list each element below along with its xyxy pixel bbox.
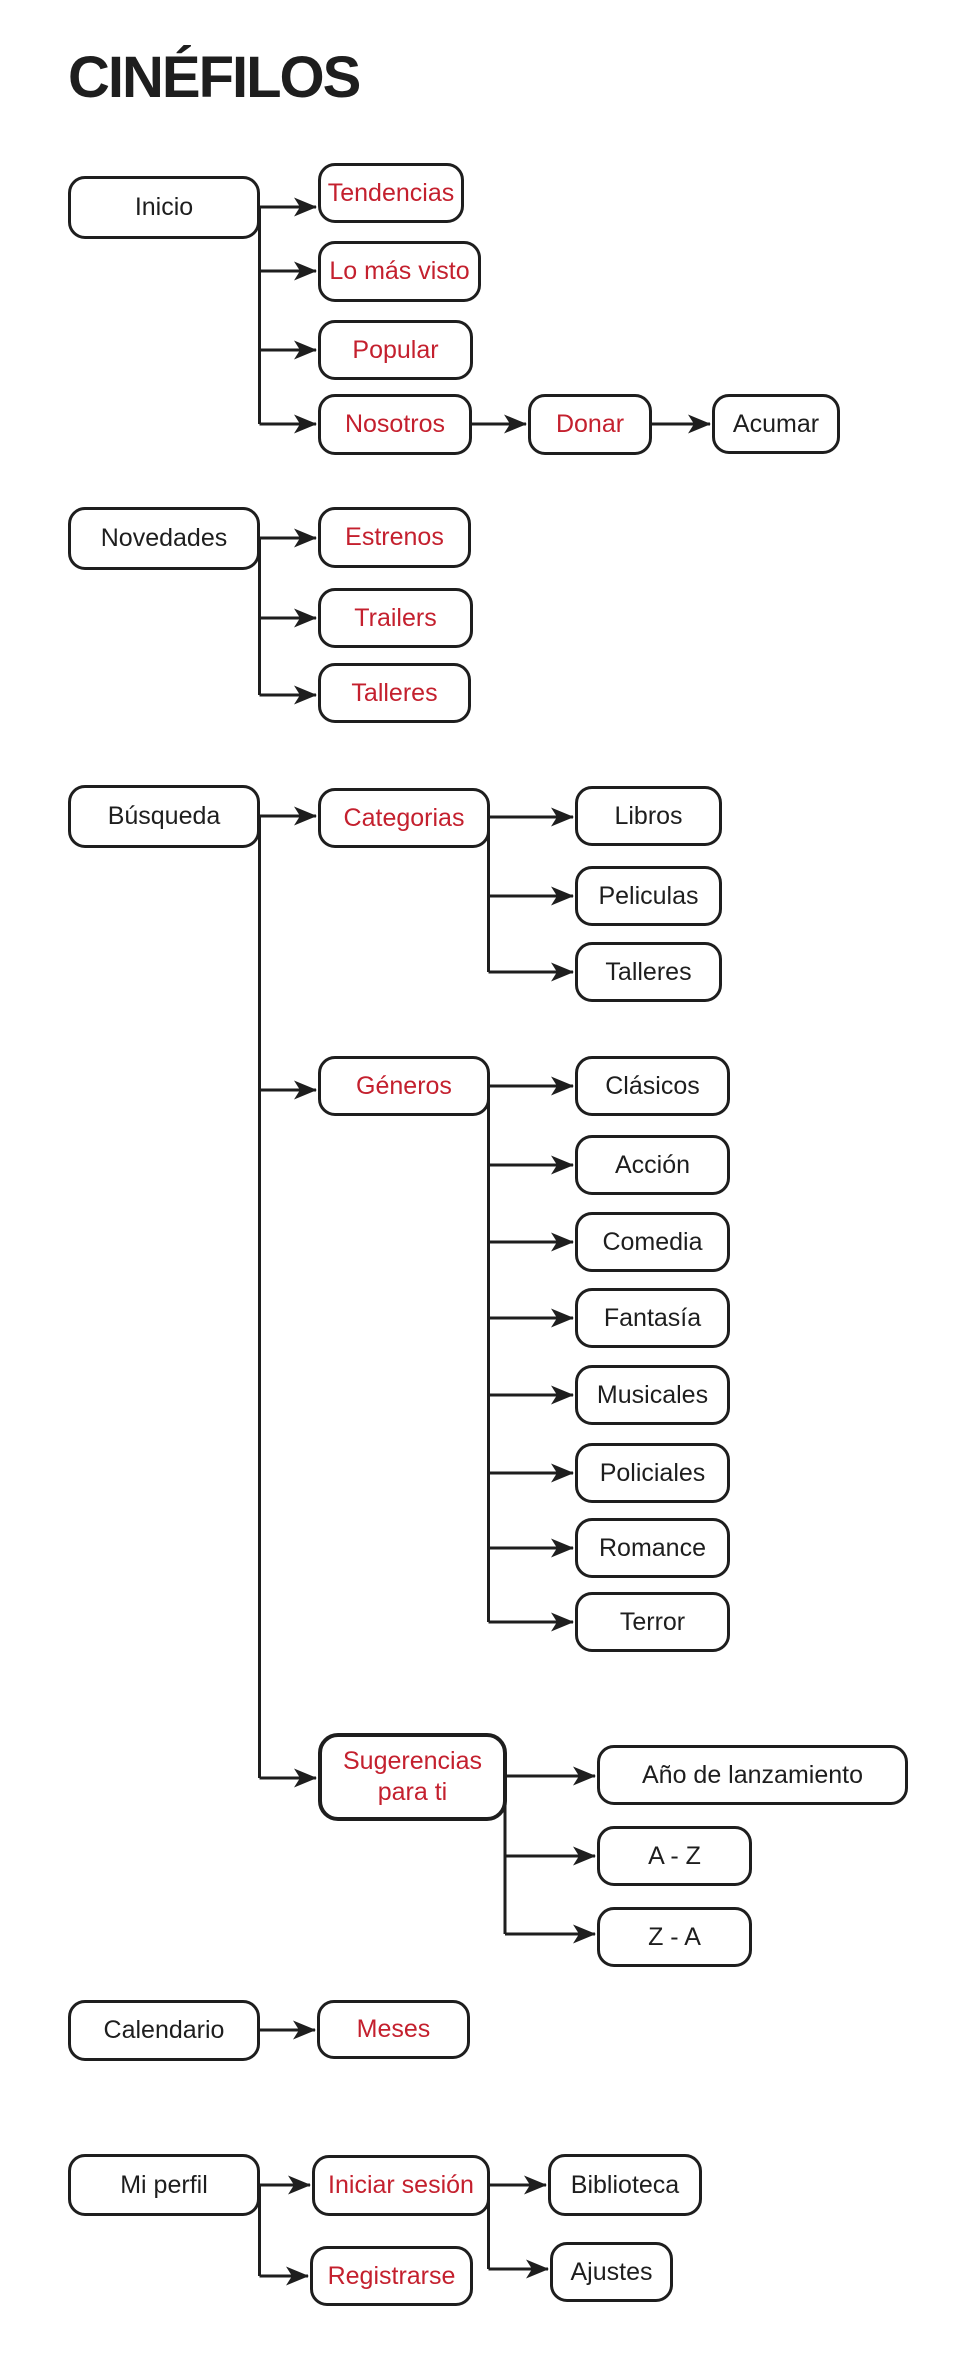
page-title: CINÉFILOS [68,45,361,110]
node-clasicos: Clásicos [575,1056,730,1116]
node-popular: Popular [318,320,473,380]
node-iniciar-sesion: Iniciar sesión [312,2155,490,2216]
node-biblioteca: Biblioteca [548,2154,702,2216]
node-nosotros: Nosotros [318,394,472,455]
node-calendario: Calendario [68,2000,260,2061]
node-fantasia: Fantasía [575,1288,730,1348]
node-meses: Meses [317,2000,470,2059]
node-novedades: Novedades [68,507,260,570]
node-categorias: Categorias [318,788,490,848]
node-peliculas: Peliculas [575,866,722,926]
node-musicales: Musicales [575,1365,730,1425]
node-acumar: Acumar [712,394,840,454]
node-mi-perfil: Mi perfil [68,2154,260,2216]
node-terror: Terror [575,1592,730,1652]
node-inicio: Inicio [68,176,260,239]
node-lo-mas-visto: Lo más visto [318,241,481,302]
node-romance: Romance [575,1518,730,1578]
node-libros: Libros [575,786,722,846]
node-anio-de-lanzamiento: Año de lanzamiento [597,1745,908,1805]
node-busqueda: Búsqueda [68,785,260,848]
node-accion: Acción [575,1135,730,1195]
node-z-a: Z - A [597,1907,752,1967]
node-comedia: Comedia [575,1212,730,1272]
node-talleres-categorias: Talleres [575,942,722,1002]
node-policiales: Policiales [575,1443,730,1503]
node-a-z: A - Z [597,1826,752,1886]
node-estrenos: Estrenos [318,507,471,568]
node-ajustes: Ajustes [550,2242,673,2302]
node-trailers: Trailers [318,588,473,648]
node-donar: Donar [528,394,652,455]
node-tendencias: Tendencias [318,163,464,223]
arrow-lines [259,197,711,2286]
node-sugerencias-para-ti: Sugerencias para ti [318,1733,507,1821]
node-generos: Géneros [318,1056,490,1116]
node-talleres-novedades: Talleres [318,663,471,723]
node-registrarse: Registrarse [310,2246,473,2306]
